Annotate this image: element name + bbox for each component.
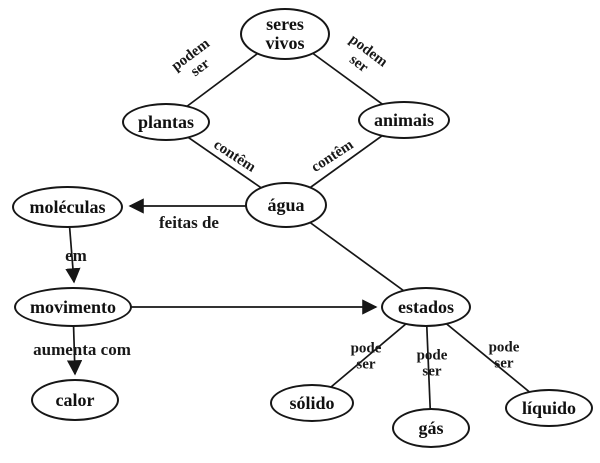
node-seres-vivos-label: seres vivos <box>265 14 305 53</box>
node-gas-label: gás <box>418 417 444 438</box>
node-calor: calor <box>31 379 119 421</box>
edge-estados-gas <box>425 306 432 429</box>
node-animais: animais <box>358 101 450 139</box>
edge-label-em: em <box>65 246 87 266</box>
node-liquido: líquido <box>505 389 593 427</box>
node-gas: gás <box>392 408 470 448</box>
node-solido: sólido <box>270 384 354 422</box>
node-estados-label: estados <box>397 296 454 317</box>
node-calor-label: calor <box>55 389 95 410</box>
node-agua-label: água <box>267 194 305 215</box>
edge-label-pode-ser-gas: pode ser <box>416 347 448 379</box>
node-moleculas-label: moléculas <box>29 196 106 217</box>
node-liquido-label: líquido <box>521 397 577 418</box>
node-plantas-label: plantas <box>137 111 195 132</box>
node-agua: água <box>245 182 327 228</box>
node-plantas: plantas <box>122 103 210 141</box>
node-movimento-label: movimento <box>30 296 116 317</box>
node-movimento: movimento <box>14 287 132 327</box>
edge-label-aumenta-com: aumenta com <box>33 340 131 360</box>
edge-label-feitas-de: feitas de <box>159 213 219 233</box>
node-seres-vivos: seres vivos <box>240 8 330 60</box>
node-solido-label: sólido <box>289 392 335 413</box>
node-moleculas: moléculas <box>12 186 123 228</box>
node-estados: estados <box>381 287 471 327</box>
node-animais-label: animais <box>373 109 434 130</box>
edge-label-pode-ser-liquido: pode ser <box>488 339 520 371</box>
edge-label-pode-ser-solido: pode ser <box>350 340 382 372</box>
